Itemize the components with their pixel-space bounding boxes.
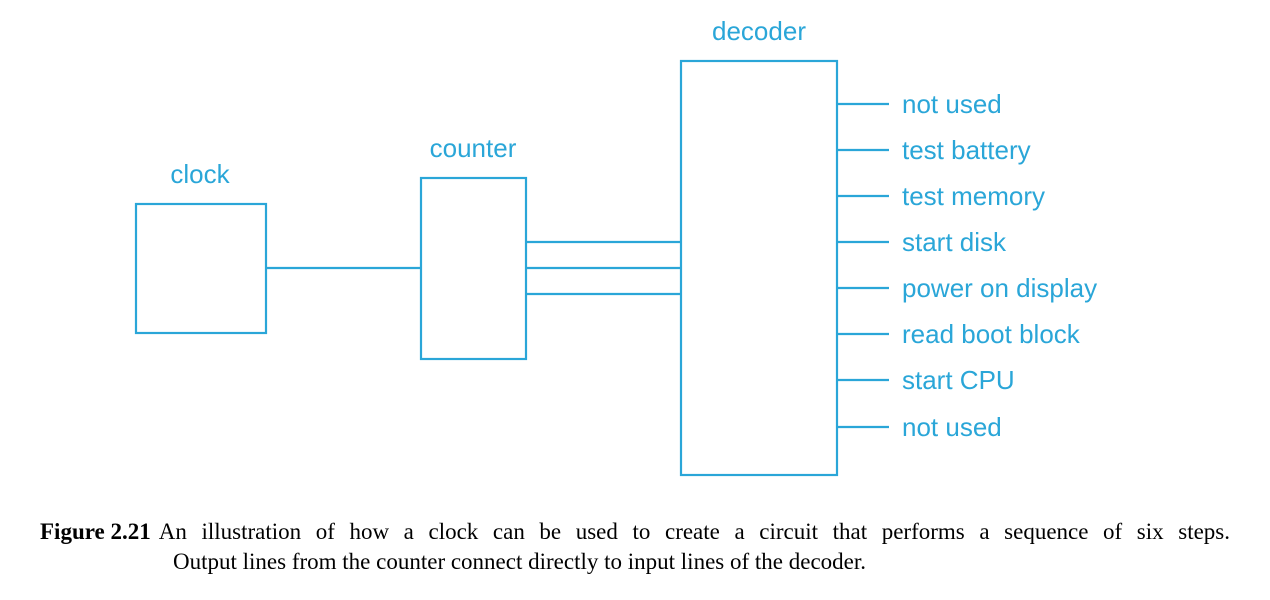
decoder-output-label: start CPU xyxy=(902,365,1015,395)
clock-label: clock xyxy=(170,159,230,189)
decoder-output-label: start disk xyxy=(902,227,1007,257)
figure-caption: Figure 2.21 An illustration of how a clo… xyxy=(40,517,1230,577)
caption-text-line-2: Output lines from the counter connect di… xyxy=(173,549,866,574)
decoder-output-label: power on display xyxy=(902,273,1097,303)
clock-counter-decoder-diagram: clock counter decoder not used test batt… xyxy=(134,16,1097,477)
clock-block xyxy=(134,202,268,335)
decoder-block xyxy=(679,59,839,477)
decoder-output-0: not used xyxy=(837,89,1002,119)
decoder-label: decoder xyxy=(712,16,806,46)
decoder-output-label: test memory xyxy=(902,181,1045,211)
figure-number: Figure 2.21 xyxy=(40,519,151,544)
decoder-output-label: not used xyxy=(902,89,1002,119)
decoder-output-7: not used xyxy=(837,412,1002,442)
decoder-output-2: test memory xyxy=(837,181,1045,211)
decoder-output-label: read boot block xyxy=(902,319,1081,349)
decoder-output-label: test battery xyxy=(902,135,1031,165)
decoder-output-6: start CPU xyxy=(837,365,1015,395)
decoder-output-3: start disk xyxy=(837,227,1007,257)
decoder-output-4: power on display xyxy=(837,273,1097,303)
decoder-output-5: read boot block xyxy=(837,319,1081,349)
counter-block xyxy=(419,176,528,361)
decoder-output-label: not used xyxy=(902,412,1002,442)
caption-text-line-1: An illustration of how a clock can be us… xyxy=(158,519,1230,544)
counter-label: counter xyxy=(430,133,517,163)
caption-first-line: Figure 2.21 An illustration of how a clo… xyxy=(40,517,1230,547)
decoder-output-1: test battery xyxy=(837,135,1031,165)
